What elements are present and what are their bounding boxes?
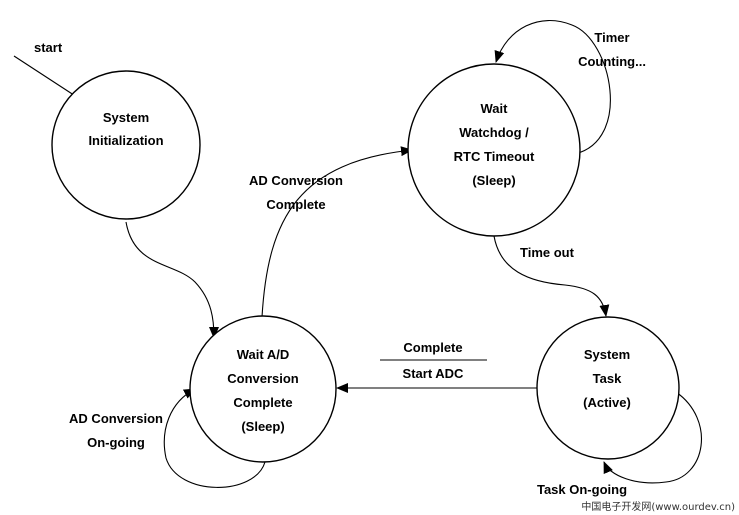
start-arrow (13, 55, 84, 102)
task-label-line-2: Task (593, 371, 622, 386)
state-wait-ad-conversion (189, 315, 337, 463)
ad-ongoing-self-loop-arrow (163, 388, 266, 488)
task-ongoing-self-loop-arrow (603, 391, 702, 484)
start-label: start (34, 40, 63, 55)
ad-ongoing-label-line-2: On-going (87, 435, 145, 450)
wait-wd-label-line-2: Watchdog / (459, 125, 529, 140)
start-adc-label: Start ADC (403, 366, 465, 381)
wait-ad-label-line-2: Conversion (227, 371, 299, 386)
wait-wd-label-line-4: (Sleep) (472, 173, 515, 188)
wait-ad-to-wait-wd-arrow (261, 146, 413, 318)
complete-label: Complete (403, 340, 462, 355)
ad-complete-label-line-1: AD Conversion (249, 173, 343, 188)
init-to-wait-ad-arrow (125, 221, 219, 339)
timer-label-line-1: Timer (594, 30, 629, 45)
watermark: 中国电子开发网(www.ourdev.cn) (581, 500, 735, 513)
ad-complete-label-line-2: Complete (266, 197, 325, 212)
timeout-arrow (493, 235, 610, 317)
task-label-line-3: (Active) (583, 395, 631, 410)
init-label-line-1: System (103, 110, 149, 125)
wait-wd-label-line-1: Wait (481, 101, 509, 116)
timer-self-loop-arrow (494, 20, 611, 155)
task-label-line-1: System (584, 347, 630, 362)
state-wait-watchdog (407, 63, 581, 237)
init-label-line-2: Initialization (88, 133, 163, 148)
state-system-task (536, 316, 680, 460)
ad-ongoing-label-line-1: AD Conversion (69, 411, 163, 426)
state-system-initialization (51, 70, 201, 220)
wait-ad-label-line-3: Complete (233, 395, 292, 410)
wait-wd-label-line-3: RTC Timeout (454, 149, 535, 164)
task-ongoing-label: Task On-going (537, 482, 627, 497)
timer-label-line-2: Counting... (578, 54, 646, 69)
wait-ad-label-line-4: (Sleep) (241, 419, 284, 434)
timeout-label: Time out (520, 245, 575, 260)
wait-ad-label-line-1: Wait A/D (237, 347, 289, 362)
